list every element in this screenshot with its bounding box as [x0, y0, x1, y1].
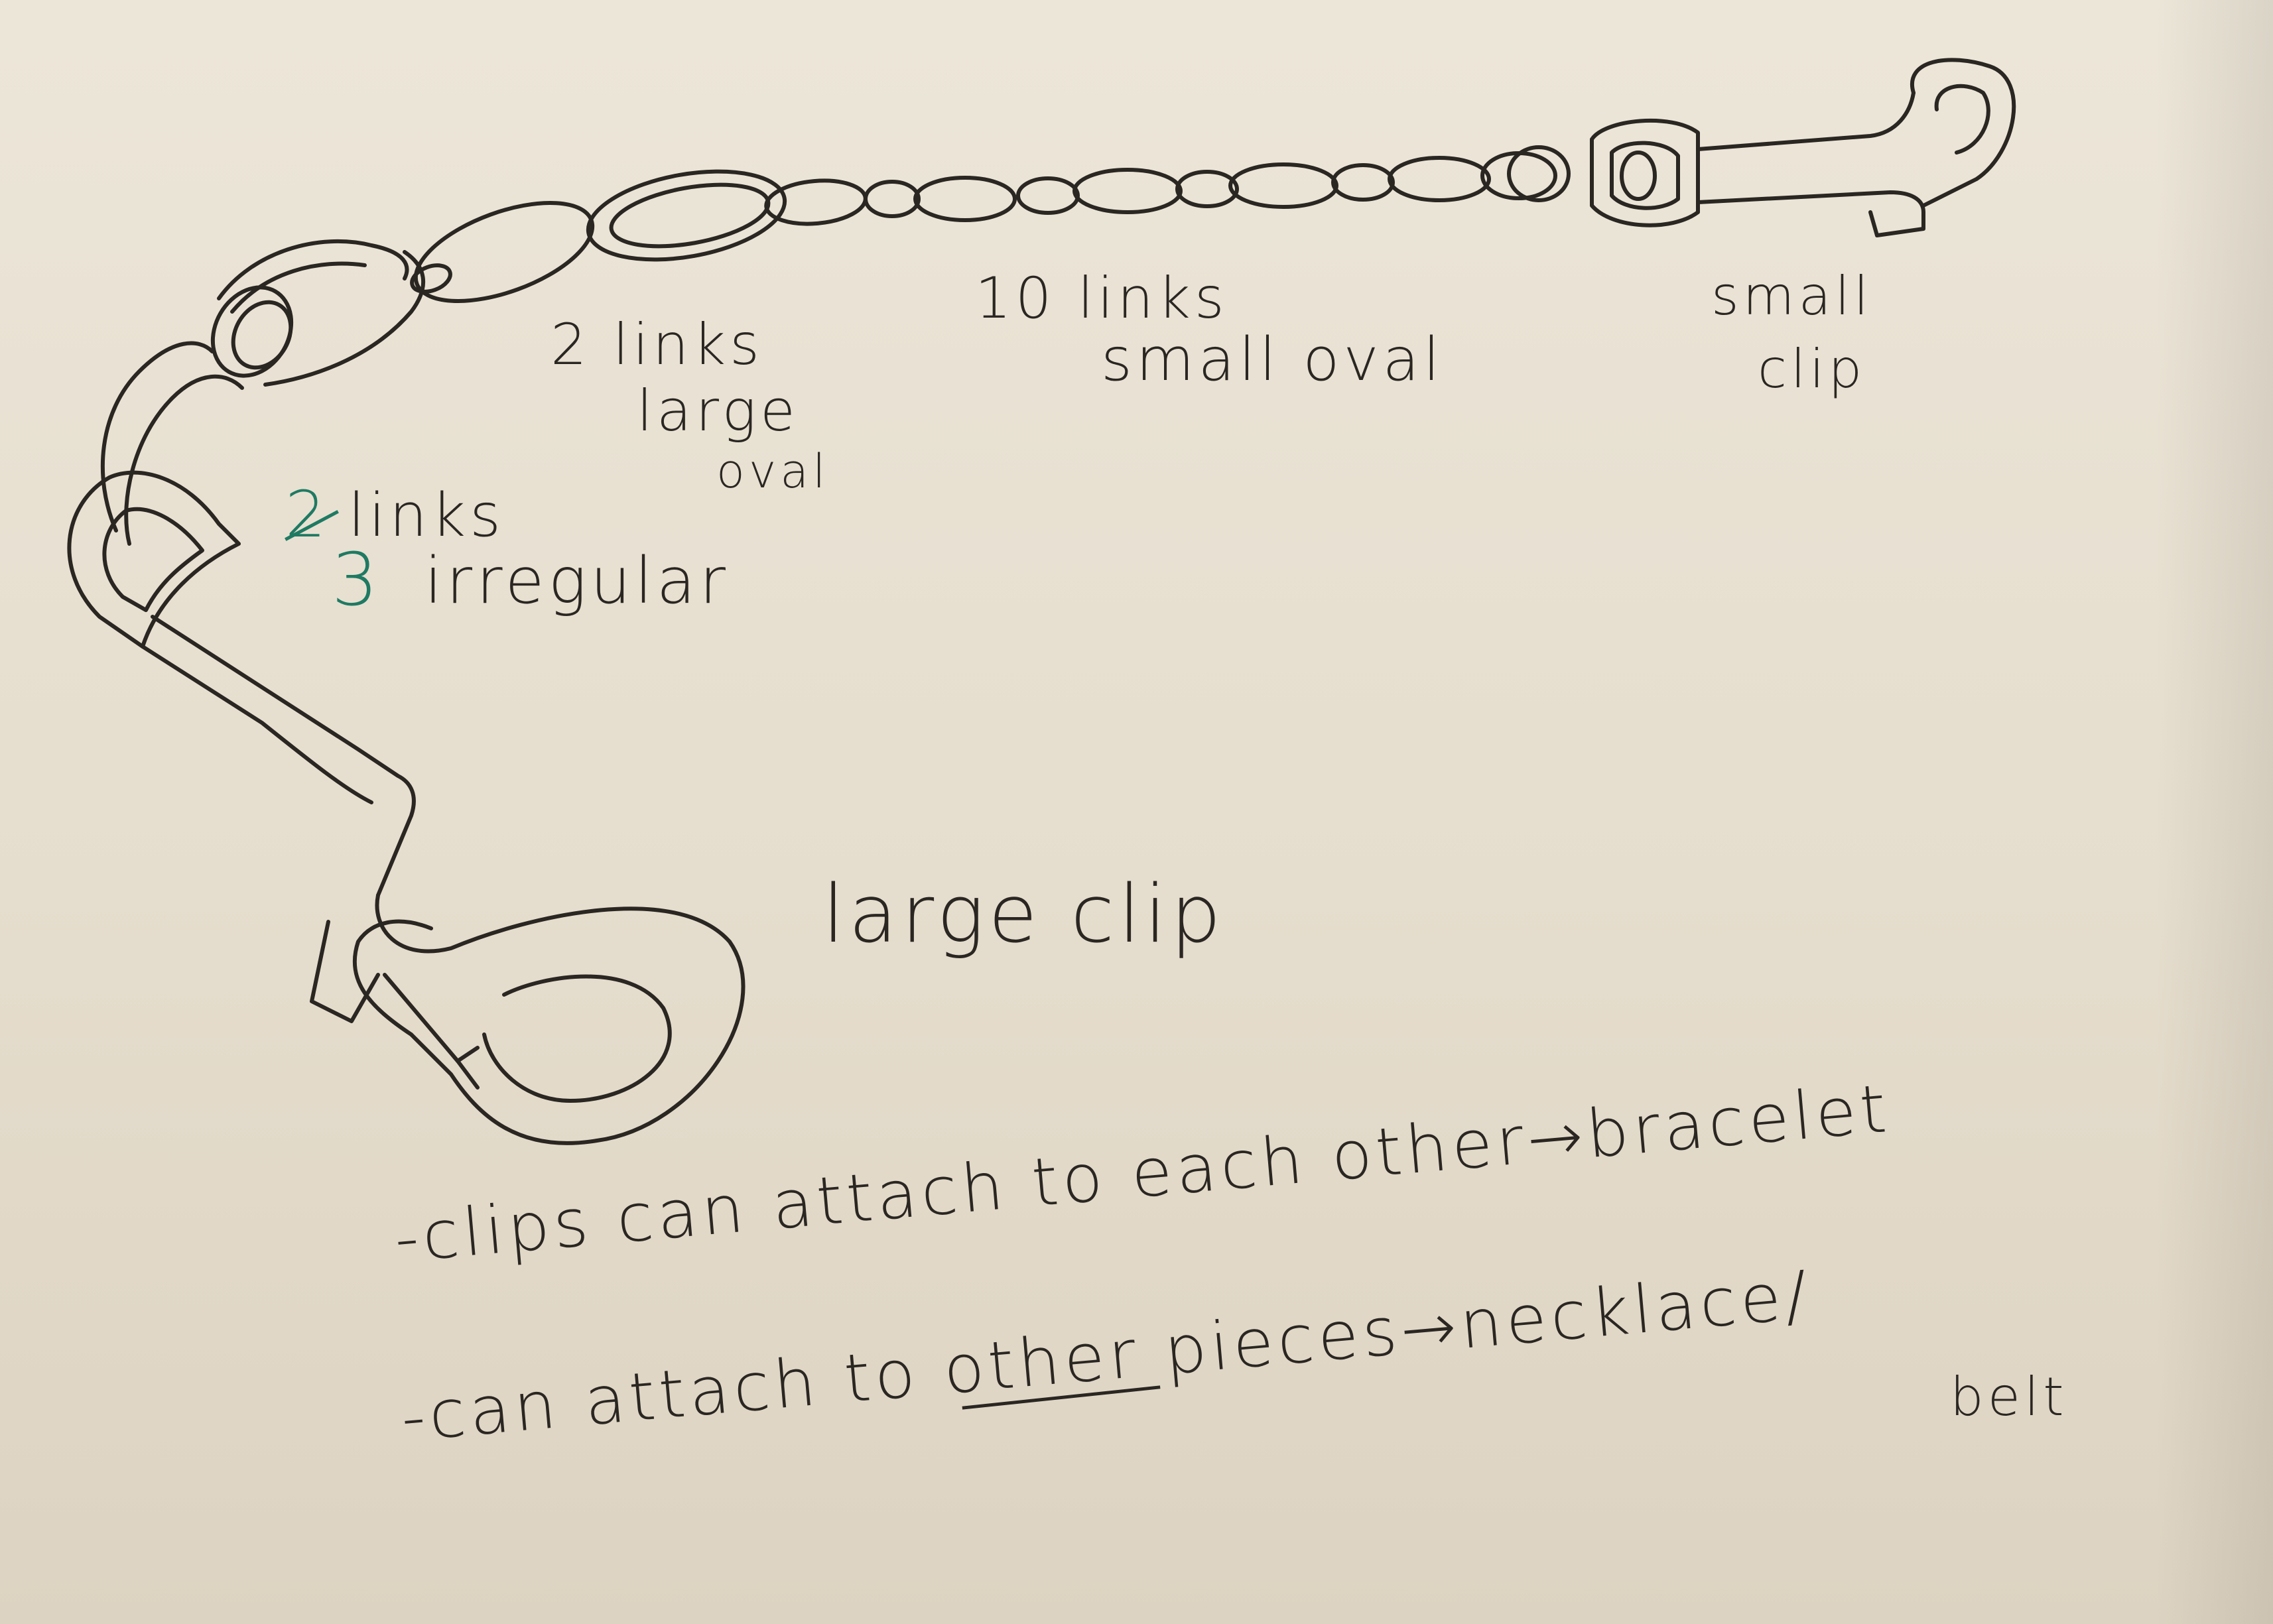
note-belt: belt: [1950, 1366, 2068, 1428]
irregular-links-old-count: 2: [285, 477, 330, 552]
large-oval-label-2: large: [637, 378, 799, 444]
irregular-links-new-count: 3: [332, 537, 382, 622]
large-oval-label-1: 2 links: [551, 312, 763, 378]
small-clip-label-1: small: [1711, 265, 1873, 327]
small-oval-label-2: small oval: [1101, 325, 1444, 395]
large-oval-links-icon: [410, 169, 787, 303]
small-clip-icon: [1590, 58, 2016, 237]
irregular-links-icon: [100, 239, 425, 546]
small-oval-links-icon: [764, 145, 1571, 226]
irregular-links-label: links: [348, 481, 505, 550]
irregular-links-label-2: irregular: [424, 544, 730, 618]
large-oval-label-3: oval: [716, 444, 830, 499]
small-clip-label-2: clip: [1758, 338, 1866, 400]
large-clip-label: large clip: [822, 869, 1225, 961]
paper-edge-shadow: [2156, 0, 2273, 1624]
large-clip-icon: [67, 470, 746, 1145]
small-oval-label-1: 10 links: [975, 265, 1228, 332]
